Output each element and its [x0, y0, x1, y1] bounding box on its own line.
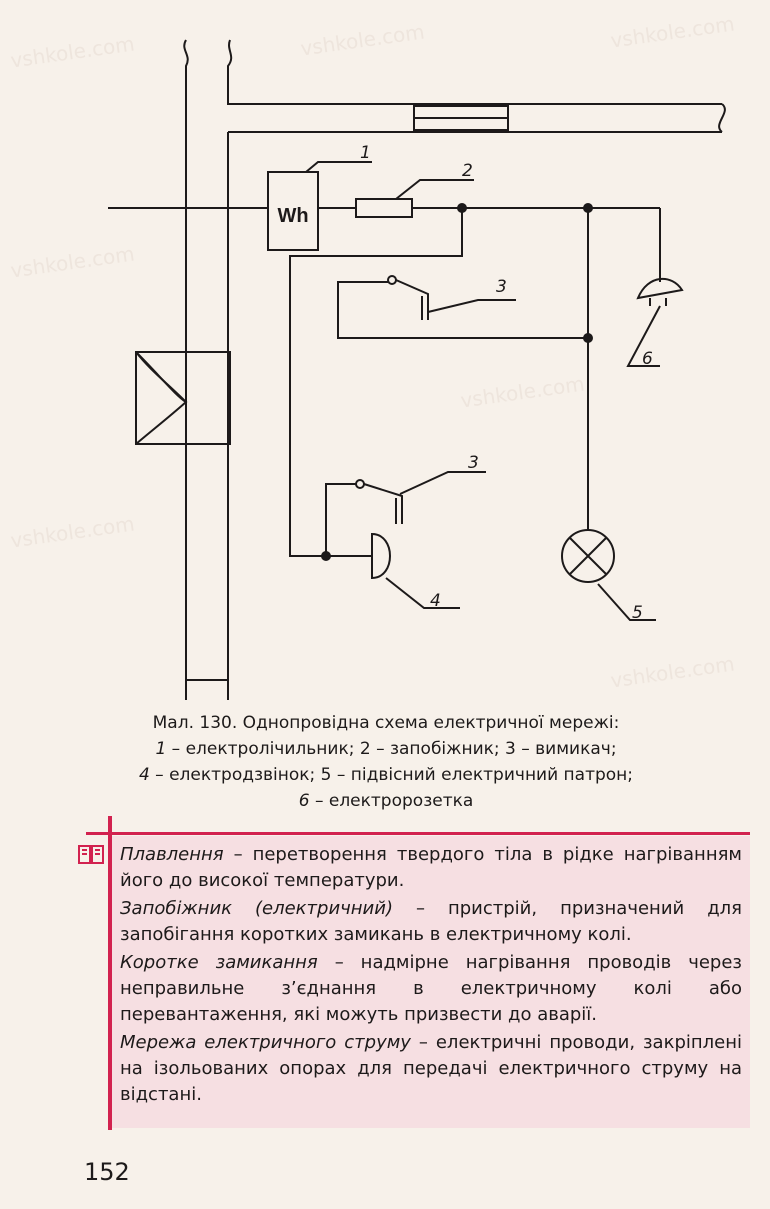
callout-leader [399, 471, 486, 495]
callout-leader [427, 299, 516, 313]
definition-item: Мережа електричного струму – електричні … [120, 1032, 743, 1105]
bell [371, 532, 391, 580]
fuse [355, 198, 413, 218]
callout-leader [597, 583, 656, 621]
callout-3: 3 [496, 277, 507, 297]
caption-line: 6 – електророзетка [298, 791, 474, 811]
lamp [561, 529, 615, 583]
definitions-bar [108, 816, 112, 1130]
definition-item: Плавлення – перетворення твердого тіла в… [120, 844, 742, 891]
socket [636, 277, 684, 300]
page-number: 152 [84, 1158, 130, 1186]
callout-leader [305, 161, 372, 173]
caption-line: 1 – електролічильник; 2 – запобіжник; 3 … [155, 739, 617, 759]
figure-caption: Мал. 130. Однопровідна схема електричної… [96, 710, 676, 814]
callout-5: 5 [632, 603, 643, 623]
junction [321, 551, 331, 561]
junction [583, 203, 593, 213]
switch-contact [387, 275, 397, 285]
junction [457, 203, 467, 213]
definition-item: Коротке замикання – надмірне нагрівання … [120, 952, 742, 1025]
callout-6: 6 [642, 349, 653, 369]
callout-leader [626, 305, 661, 367]
junction [583, 333, 593, 343]
book-icon [78, 845, 104, 864]
callout-leader [385, 577, 460, 609]
definition-item: Запобіжник (електричний) – пристрій, при… [120, 898, 742, 945]
caption-line: 4 – електродзвінок; 5 – підвісний електр… [138, 765, 634, 785]
callout-leader [395, 179, 474, 200]
definitions: Плавлення – перетворення твердого тіла в… [120, 842, 742, 1110]
bell-wire [325, 483, 356, 556]
definitions-box [108, 836, 750, 1128]
definition-term: Плавлення [120, 844, 224, 865]
meter-box [267, 171, 319, 251]
caption-line: Мал. 130. Однопровідна схема електричної… [152, 713, 620, 733]
definitions-rule [86, 832, 750, 835]
meter-label: Wh [277, 205, 308, 227]
definition-term: Мережа електричного струму [120, 1032, 411, 1053]
callout-3-lower: 3 [468, 453, 479, 473]
wall [135, 39, 726, 700]
definition-term: Коротке замикання [120, 952, 318, 973]
switch-lever [363, 483, 403, 524]
definition-term: Запобіжник (електричний) [120, 898, 393, 919]
switch-contact [355, 479, 365, 489]
callout-1: 1 [360, 143, 371, 163]
callout-2: 2 [462, 161, 473, 181]
wiring-diagram: Wh 1 2 3 3 4 5 6 [108, 39, 726, 700]
callout-4: 4 [430, 591, 441, 611]
branch-wire [289, 208, 463, 557]
branch-wire [337, 281, 588, 339]
switch-lever [395, 279, 429, 320]
